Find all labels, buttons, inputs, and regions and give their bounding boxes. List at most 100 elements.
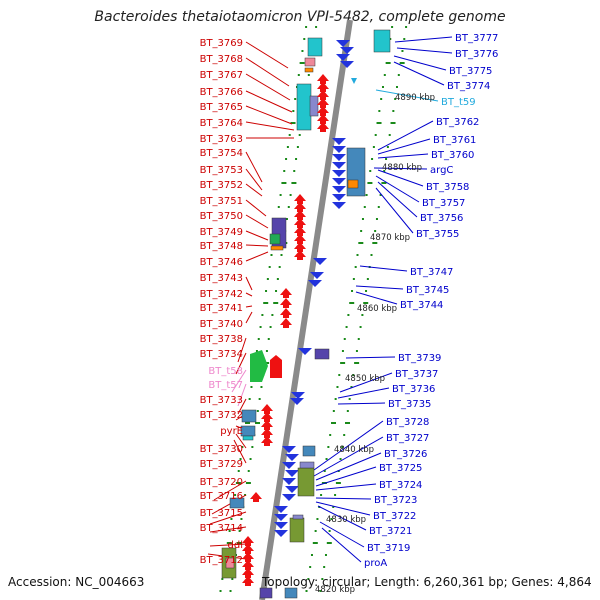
- tick-mark: [363, 302, 369, 304]
- gene-label-left[interactable]: BT_3752: [200, 180, 243, 191]
- gene-label-left[interactable]: BT_3734: [200, 349, 243, 360]
- gene-label-right[interactable]: BT_3758: [426, 182, 469, 193]
- label-connector: [231, 369, 247, 393]
- tick-mark: [343, 434, 346, 436]
- gene-label-left[interactable]: BT_3764: [200, 118, 243, 129]
- gene-arrow-reverse: [291, 392, 305, 399]
- gene-label-left[interactable]: BT_3767: [200, 70, 243, 81]
- gene-arrow-forward: [280, 308, 292, 318]
- gene-label-left[interactable]: BT_3720: [200, 477, 243, 488]
- gene-label-left[interactable]: BT_3765: [200, 102, 243, 113]
- gene-label-right[interactable]: BT_3728: [386, 417, 429, 428]
- gene-label-right[interactable]: BT_3724: [379, 480, 422, 491]
- gene-label-left[interactable]: BT_t57: [208, 380, 243, 391]
- label-connector: [377, 138, 431, 155]
- gene-label-right[interactable]: BT_3727: [386, 433, 429, 444]
- gene-label-left[interactable]: BT_3768: [200, 54, 243, 65]
- tick-mark: [369, 170, 372, 172]
- gene-label-left[interactable]: pyrE: [220, 426, 243, 437]
- gene-label-right[interactable]: BT_3745: [406, 285, 449, 296]
- gene-label-right[interactable]: BT_3756: [420, 213, 463, 224]
- gene-label-right[interactable]: BT_3739: [398, 353, 441, 364]
- tick-mark: [305, 590, 308, 592]
- tick-mark: [352, 278, 355, 280]
- gene-label-left[interactable]: BT_3732: [200, 410, 243, 421]
- tick-mark: [319, 590, 322, 592]
- gene-block: [289, 517, 305, 543]
- gene-label-left[interactable]: BT_t58: [208, 366, 243, 377]
- gene-label-left[interactable]: BT_3733: [200, 395, 243, 406]
- tick-mark: [296, 146, 299, 148]
- tick-mark: [379, 194, 382, 196]
- gene-label-right[interactable]: BT_3777: [455, 33, 498, 44]
- gene-label-right[interactable]: BT_3721: [369, 526, 412, 537]
- gene-label-left[interactable]: BT_3740: [200, 319, 243, 330]
- tick-mark: [301, 50, 304, 52]
- tick-mark: [345, 326, 348, 328]
- gene-block: [309, 95, 319, 117]
- gene-label-right[interactable]: BT_3726: [384, 449, 427, 460]
- gene-label-left[interactable]: BT_3763: [200, 134, 243, 145]
- gene-label-right[interactable]: BT_3737: [395, 369, 438, 380]
- tick-mark: [383, 74, 386, 76]
- gene-label-left[interactable]: BT_3738: [200, 334, 243, 345]
- gene-label-right[interactable]: BT_3776: [455, 49, 498, 60]
- gene-label-right[interactable]: BT_3735: [388, 399, 431, 410]
- gene-label-right[interactable]: BT_3744: [400, 300, 443, 311]
- gene-label-right[interactable]: BT_3722: [373, 511, 416, 522]
- tick-mark: [391, 26, 394, 28]
- label-connector: [245, 57, 290, 87]
- gene-label-right[interactable]: BT_3719: [367, 543, 410, 554]
- gene-label-left[interactable]: BT_3742: [200, 289, 243, 300]
- tick-mark: [285, 218, 288, 220]
- gene-label-right[interactable]: BT_3757: [422, 198, 465, 209]
- tick-mark: [360, 230, 363, 232]
- gene-label-left[interactable]: BT_3729: [200, 459, 243, 470]
- gene-label-left[interactable]: BT_3750: [200, 211, 243, 222]
- gene-label-left[interactable]: BT_3730: [200, 444, 243, 455]
- gene-label-left[interactable]: BT_3769: [200, 38, 243, 49]
- gene-label-left[interactable]: BT_3714: [200, 523, 243, 534]
- gene-arrow-forward: [242, 552, 254, 562]
- gene-arrow-reverse: [274, 506, 288, 513]
- tick-mark: [241, 446, 244, 448]
- gene-label-right[interactable]: BT_3723: [374, 495, 417, 506]
- gene-label-right[interactable]: BT_3761: [433, 135, 476, 146]
- label-connector: [377, 153, 429, 159]
- gene-label-right[interactable]: BT_3762: [436, 117, 479, 128]
- gene-label-right[interactable]: BT_3747: [410, 267, 453, 278]
- gene-label-right[interactable]: BT_3736: [392, 384, 435, 395]
- tick-mark: [385, 158, 388, 160]
- gene-label-right[interactable]: BT_3775: [449, 66, 492, 77]
- gene-label-left[interactable]: BT_3743: [200, 273, 243, 284]
- gene-label-left[interactable]: BT_3741: [200, 303, 243, 314]
- tick-mark: [378, 110, 381, 112]
- gene-arrow-forward: [317, 122, 329, 132]
- gene-block: [259, 587, 273, 599]
- tick-mark: [405, 26, 408, 28]
- tick-mark: [316, 518, 319, 520]
- gene-label-left[interactable]: BT_3746: [200, 257, 243, 268]
- gene-label-left[interactable]: BT_3753: [200, 165, 243, 176]
- gene-label-right[interactable]: BT_3725: [379, 463, 422, 474]
- gene-arrow-forward: [242, 544, 254, 554]
- label-connector: [245, 311, 253, 324]
- gene-label-left[interactable]: BT_3712: [200, 555, 243, 566]
- gene-label-right[interactable]: proA: [364, 558, 387, 569]
- gene-label-left[interactable]: BT_3749: [200, 227, 243, 238]
- gene-label-left[interactable]: BT_3754: [200, 148, 243, 159]
- gene-label-left[interactable]: BT_3748: [200, 241, 243, 252]
- gene-label-right[interactable]: argC: [430, 165, 453, 176]
- gene-label-right[interactable]: BT_3774: [447, 81, 490, 92]
- gene-label-left[interactable]: ddl: [228, 540, 243, 551]
- gene-label-right[interactable]: BT_t59: [441, 97, 476, 108]
- tick-mark: [234, 494, 237, 496]
- gene-label-left[interactable]: BT_3716: [200, 491, 243, 502]
- gene-label-left[interactable]: BT_3751: [200, 196, 243, 207]
- gene-label-right[interactable]: BT_3760: [431, 150, 474, 161]
- tick-mark: [321, 578, 324, 580]
- gene-label-left[interactable]: BT_3715: [200, 508, 243, 519]
- tick-mark: [339, 458, 342, 460]
- gene-label-left[interactable]: BT_3766: [200, 87, 243, 98]
- gene-label-right[interactable]: BT_3755: [416, 229, 459, 240]
